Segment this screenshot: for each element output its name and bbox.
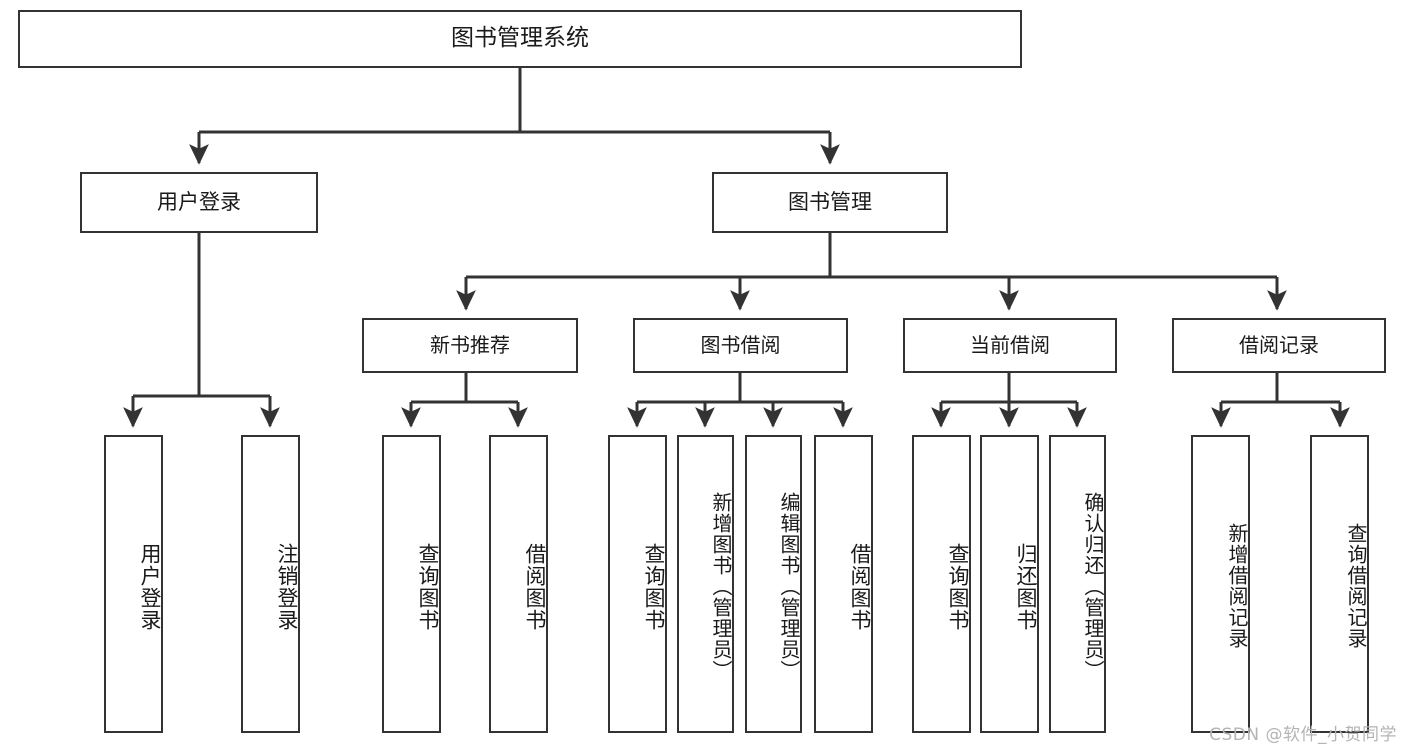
node-label: 确认归还（管理员） [1081,491,1105,681]
node-label: 查询图书 [416,543,440,631]
node-label: 查询借阅记录 [1344,523,1368,649]
node-label: 借阅图书 [523,543,547,631]
leaf-current-borrow-query[interactable]: 查询图书 [912,435,971,733]
node-book-management[interactable]: 图书管理 [712,172,948,233]
leaf-book-borrow-add[interactable]: 新增图书（管理员） [677,435,734,733]
node-label: 图书借阅 [700,333,781,358]
node-current-borrow[interactable]: 当前借阅 [903,318,1117,373]
leaf-user-login-signin[interactable]: 用户登录 [104,435,163,733]
node-label: 当前借阅 [970,333,1050,358]
node-label: 编辑图书（管理员） [777,491,801,681]
node-borrow-record[interactable]: 借阅记录 [1172,318,1386,373]
node-label: 借阅记录 [1239,333,1319,358]
node-label: 查询图书 [946,543,970,631]
leaf-user-login-signout[interactable]: 注销登录 [241,435,300,733]
leaf-book-borrow-edit[interactable]: 编辑图书（管理员） [745,435,802,733]
node-label: 图书管理系统 [451,25,589,52]
leaf-book-borrow-borrow[interactable]: 借阅图书 [814,435,873,733]
leaf-new-book-borrow[interactable]: 借阅图书 [489,435,548,733]
node-user-login[interactable]: 用户登录 [80,172,318,233]
leaf-current-borrow-return[interactable]: 归还图书 [980,435,1039,733]
node-label: 图书管理 [788,189,872,214]
node-label: 新增借阅记录 [1225,523,1249,649]
node-book-borrow[interactable]: 图书借阅 [633,318,848,373]
leaf-borrow-record-query[interactable]: 查询借阅记录 [1310,435,1369,733]
node-label: 归还图书 [1014,543,1038,631]
leaf-book-borrow-query[interactable]: 查询图书 [608,435,667,733]
node-label: 查询图书 [642,543,666,631]
node-label: 用户登录 [157,189,241,214]
node-label: 用户登录 [138,543,162,631]
node-new-book-recommend[interactable]: 新书推荐 [362,318,578,373]
leaf-current-borrow-confirm-return[interactable]: 确认归还（管理员） [1049,435,1106,733]
node-root-system[interactable]: 图书管理系统 [18,10,1022,68]
csdn-watermark: CSDN @软件_小贺同学 [1209,725,1397,745]
node-label: 借阅图书 [848,543,872,631]
node-label: 新书推荐 [430,333,510,358]
node-label: 新增图书（管理员） [709,491,733,681]
node-label: 注销登录 [275,543,299,631]
leaf-borrow-record-add[interactable]: 新增借阅记录 [1191,435,1250,733]
leaf-new-book-query[interactable]: 查询图书 [382,435,441,733]
